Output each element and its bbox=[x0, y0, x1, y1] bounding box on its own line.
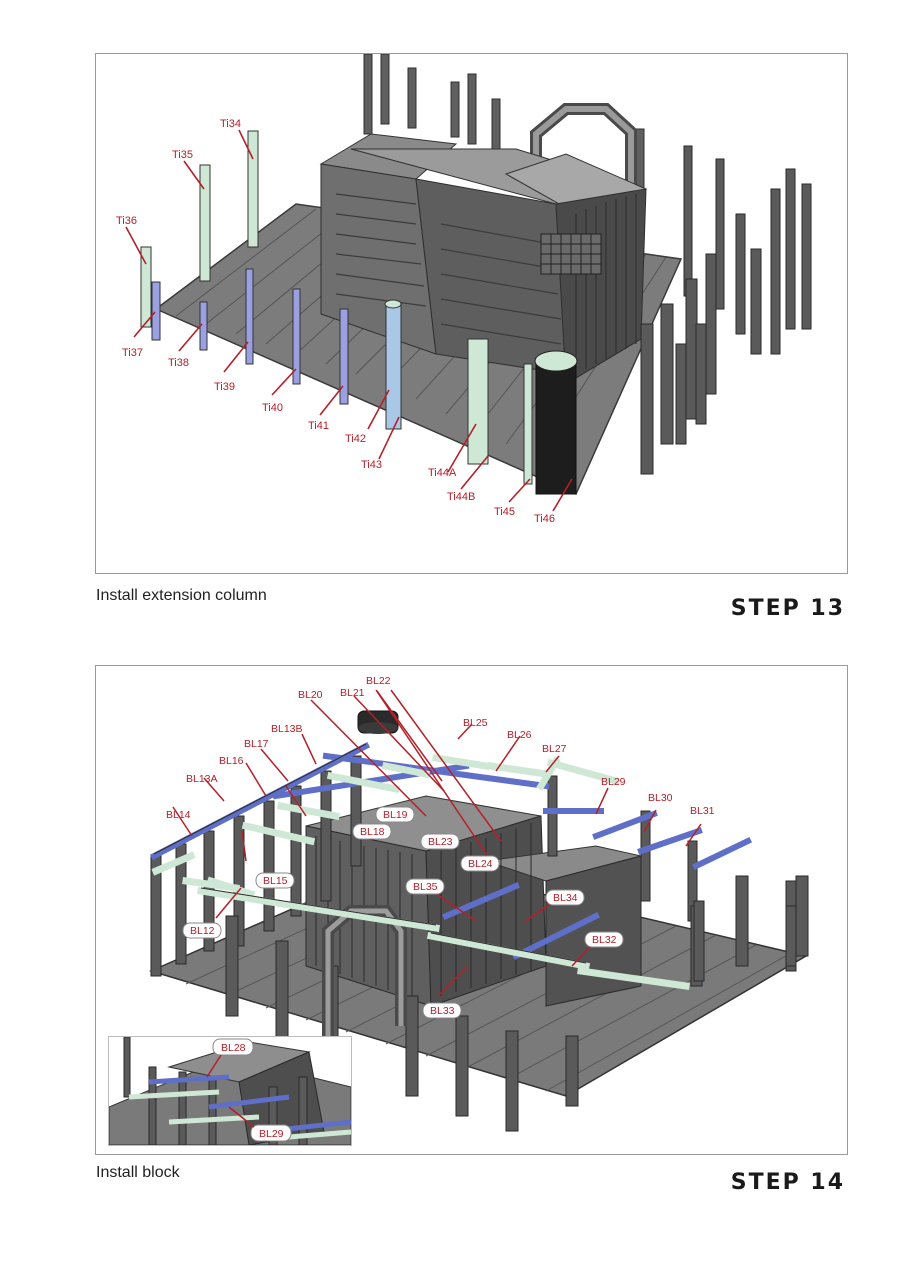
callout-bl35: BL35 bbox=[405, 878, 445, 895]
callout-bl32: BL32 bbox=[584, 931, 624, 948]
step13-caption: Install extension column bbox=[96, 587, 267, 604]
label-bl26: BL26 bbox=[507, 729, 532, 741]
label-ti37: Ti37 bbox=[122, 347, 143, 359]
label-ti41: Ti41 bbox=[308, 420, 329, 432]
svg-text:BL28: BL28 bbox=[221, 1042, 246, 1054]
label-ti44b: Ti44B bbox=[447, 491, 475, 503]
callout-bl19: BL19 bbox=[375, 806, 415, 823]
label-bl31: BL31 bbox=[690, 805, 715, 817]
callout-bl29-detail: BL29 bbox=[250, 1124, 292, 1142]
step13-drawing: Ti34 Ti35 Ti36 Ti37 Ti38 Ti39 Ti40 Ti41 … bbox=[116, 54, 812, 525]
part-labels: BL22 BL20 BL21 BL25 BL13B BL26 BL17 BL27… bbox=[166, 675, 715, 1019]
callout-bl24: BL24 bbox=[460, 855, 500, 872]
svg-text:BL32: BL32 bbox=[592, 934, 617, 946]
svg-text:BL19: BL19 bbox=[383, 809, 408, 821]
label-ti40: Ti40 bbox=[262, 402, 283, 414]
step14-drawing: BL22 BL20 BL21 BL25 BL13B BL26 BL17 BL27… bbox=[148, 675, 809, 1132]
extension-columns bbox=[140, 130, 578, 495]
right-posts bbox=[640, 145, 812, 475]
step14-caption: Install block bbox=[96, 1164, 180, 1181]
label-bl13a: BL13A bbox=[186, 773, 218, 785]
label-bl30: BL30 bbox=[648, 792, 673, 804]
main-building bbox=[319, 133, 648, 385]
label-bl14: BL14 bbox=[166, 809, 191, 821]
label-bl17: BL17 bbox=[244, 738, 269, 750]
svg-text:BL35: BL35 bbox=[413, 881, 438, 893]
leader-lines bbox=[125, 129, 573, 512]
callout-bl15: BL15 bbox=[255, 872, 295, 889]
label-bl20: BL20 bbox=[298, 689, 323, 701]
svg-text:BL12: BL12 bbox=[190, 925, 215, 937]
step13-illustration: Ti34 Ti35 Ti36 Ti37 Ti38 Ti39 Ti40 Ti41 … bbox=[95, 53, 848, 574]
blocks-green bbox=[151, 753, 690, 990]
part-labels: Ti34 Ti35 Ti36 Ti37 Ti38 Ti39 Ti40 Ti41 … bbox=[116, 118, 555, 525]
label-bl22: BL22 bbox=[366, 675, 391, 687]
svg-text:BL24: BL24 bbox=[468, 858, 493, 870]
label-bl25: BL25 bbox=[463, 717, 488, 729]
step14-label: STEP 14 bbox=[730, 1170, 845, 1195]
label-bl16: BL16 bbox=[219, 755, 244, 767]
label-ti45: Ti45 bbox=[494, 506, 515, 518]
label-bl29: BL29 bbox=[601, 776, 626, 788]
detail-inset-drawing: BL28 BL29 bbox=[109, 1037, 351, 1145]
label-ti43: Ti43 bbox=[361, 459, 382, 471]
callout-bl33: BL33 bbox=[422, 1002, 462, 1019]
label-ti35: Ti35 bbox=[172, 149, 193, 161]
svg-text:BL29: BL29 bbox=[259, 1128, 284, 1140]
svg-text:BL33: BL33 bbox=[430, 1005, 455, 1017]
callout-bl18: BL18 bbox=[352, 823, 392, 840]
svg-text:BL23: BL23 bbox=[428, 836, 453, 848]
label-ti39: Ti39 bbox=[214, 381, 235, 393]
svg-text:BL18: BL18 bbox=[360, 826, 385, 838]
label-ti38: Ti38 bbox=[168, 357, 189, 369]
callout-bl12: BL12 bbox=[182, 922, 222, 939]
callout-bl28: BL28 bbox=[212, 1038, 254, 1056]
label-ti36: Ti36 bbox=[116, 215, 137, 227]
callout-bl23: BL23 bbox=[420, 833, 460, 850]
detail-inset: BL28 BL29 bbox=[108, 1036, 352, 1146]
label-ti46: Ti46 bbox=[534, 513, 555, 525]
svg-text:BL34: BL34 bbox=[553, 892, 578, 904]
svg-text:BL15: BL15 bbox=[263, 875, 288, 887]
label-bl13b: BL13B bbox=[271, 723, 303, 735]
callout-bl34: BL34 bbox=[545, 889, 585, 906]
label-bl27: BL27 bbox=[542, 743, 567, 755]
label-bl21: BL21 bbox=[340, 687, 365, 699]
step13-label: STEP 13 bbox=[730, 596, 845, 621]
label-ti44a: Ti44A bbox=[428, 467, 457, 479]
leader-lines bbox=[172, 689, 702, 997]
step14-illustration: BL22 BL20 BL21 BL25 BL13B BL26 BL17 BL27… bbox=[95, 665, 848, 1155]
label-ti42: Ti42 bbox=[345, 433, 366, 445]
label-ti34: Ti34 bbox=[220, 118, 241, 130]
